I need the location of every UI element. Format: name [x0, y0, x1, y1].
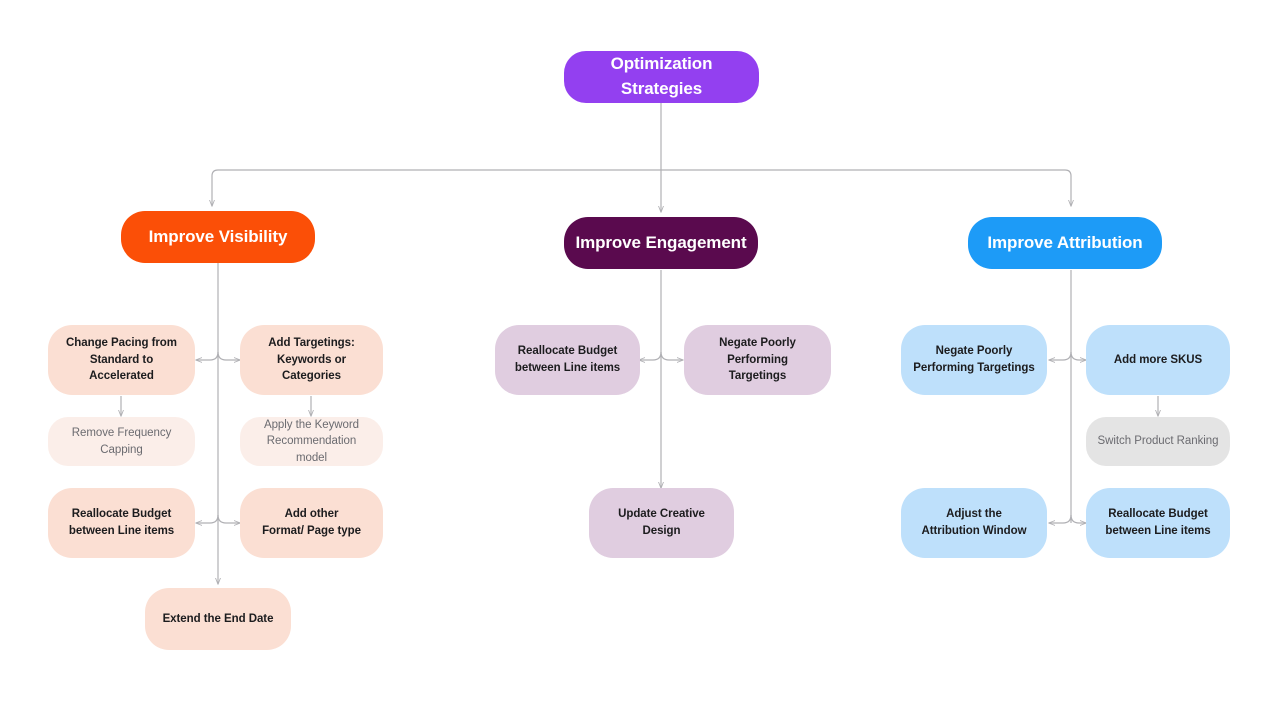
category-node-improve-engagement[interactable]: Improve Engagement	[564, 217, 758, 269]
leaf-node-label: Update Creative Design	[618, 508, 705, 537]
leaf-node-apply-keyword-recommendation[interactable]: Apply the Keyword Recommendation model	[240, 417, 383, 466]
leaf-node-switch-product-ranking[interactable]: Switch Product Ranking	[1086, 417, 1230, 466]
leaf-node-reallocate-budget-engagement[interactable]: Reallocate Budget between Line items	[495, 325, 640, 395]
leaf-node-label: Negate Poorly Performing Targetings	[913, 345, 1035, 374]
leaf-node-negate-poorly-performing-attribution[interactable]: Negate Poorly Performing Targetings	[901, 325, 1047, 395]
leaf-node-label: Apply the Keyword Recommendation model	[263, 418, 360, 464]
leaf-node-label: Reallocate Budget between Line items	[1105, 508, 1211, 537]
leaf-node-label: Extend the End Date	[162, 612, 274, 625]
connector-visibility-fork1-left	[196, 351, 219, 360]
connector-bus-left	[212, 169, 661, 206]
connector-engagement-fork-right	[660, 351, 683, 360]
connector-attribution-fork2-right	[1070, 514, 1086, 523]
root-node-label: Optimization Strategies	[610, 54, 713, 98]
connector-engagement-fork-left	[639, 351, 662, 360]
connector-visibility-fork2-right	[217, 514, 240, 523]
category-node-improve-attribution[interactable]: Improve Attribution	[968, 217, 1162, 269]
leaf-node-label: Reallocate Budget between Line items	[68, 508, 175, 537]
leaf-node-label: Change Pacing from Standard to Accelerat…	[66, 336, 177, 383]
connector-attribution-fork1-right	[1070, 351, 1086, 360]
leaf-node-reallocate-budget-attribution[interactable]: Reallocate Budget between Line items	[1086, 488, 1230, 558]
leaf-node-extend-end-date[interactable]: Extend the End Date	[145, 588, 291, 650]
connector-attribution-fork2-left	[1049, 514, 1072, 523]
leaf-node-label: Remove Frequency Capping	[71, 426, 172, 456]
leaf-node-change-pacing[interactable]: Change Pacing from Standard to Accelerat…	[48, 325, 195, 395]
leaf-node-label: Adjust the Attribution Window	[921, 508, 1027, 537]
category-node-label: Improve Attribution	[987, 232, 1143, 252]
leaf-node-remove-frequency-capping[interactable]: Remove Frequency Capping	[48, 417, 195, 466]
leaf-node-reallocate-budget-visibility[interactable]: Reallocate Budget between Line items	[48, 488, 195, 558]
category-node-improve-visibility[interactable]: Improve Visibility	[121, 211, 315, 263]
connector-visibility-fork2-left	[196, 514, 219, 523]
leaf-node-label: Reallocate Budget between Line items	[514, 345, 621, 374]
leaf-node-label: Add Targetings: Keywords or Categories	[268, 336, 355, 383]
category-node-label: Improve Visibility	[148, 226, 288, 246]
leaf-node-adjust-attribution-window[interactable]: Adjust the Attribution Window	[901, 488, 1047, 558]
leaf-node-add-other-format[interactable]: Add other Format/ Page type	[240, 488, 383, 558]
connector-attribution-fork1-left	[1049, 351, 1072, 360]
leaf-node-label: Add other Format/ Page type	[262, 508, 361, 537]
leaf-node-label: Negate Poorly Performing Targetings	[719, 336, 796, 383]
leaf-node-add-more-skus[interactable]: Add more SKUS	[1086, 325, 1230, 395]
connector-bus-right	[661, 169, 1071, 206]
leaf-node-add-targetings[interactable]: Add Targetings: Keywords or Categories	[240, 325, 383, 395]
connector-visibility-fork1-right	[217, 351, 240, 360]
leaf-node-label: Add more SKUS	[1113, 353, 1203, 366]
leaf-node-label: Switch Product Ranking	[1097, 435, 1219, 448]
leaf-node-negate-poorly-performing-engagement[interactable]: Negate Poorly Performing Targetings	[684, 325, 831, 395]
root-node-optimization-strategies[interactable]: Optimization Strategies	[564, 51, 759, 103]
leaf-node-update-creative-design[interactable]: Update Creative Design	[589, 488, 734, 558]
category-node-label: Improve Engagement	[575, 232, 747, 252]
